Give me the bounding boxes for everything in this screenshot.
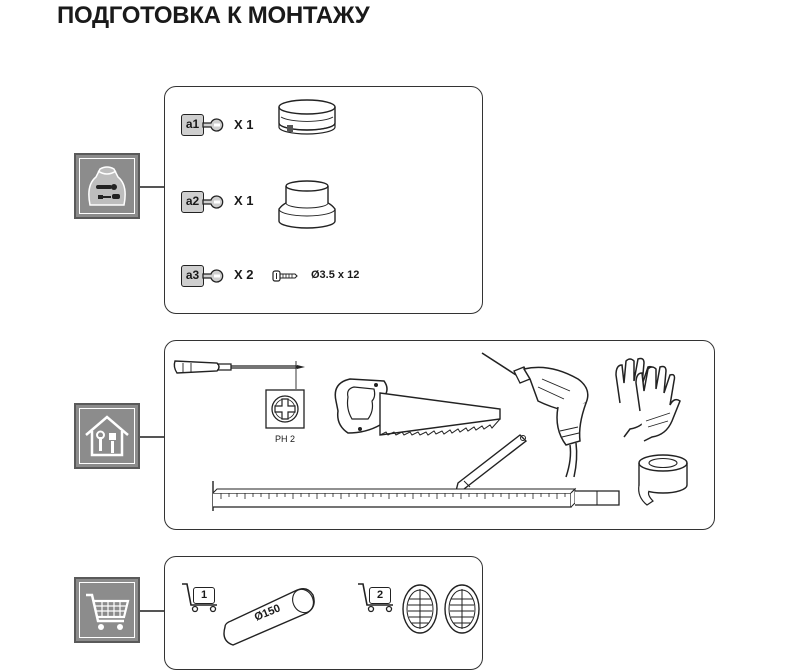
part-a3-label: a3	[181, 265, 204, 287]
wrench-icon	[202, 269, 224, 283]
measuring-tape-icon	[212, 481, 620, 511]
page-title: ПОДГОТОВКА К МОНТАЖУ	[57, 2, 370, 29]
wrench-icon	[202, 195, 224, 209]
part-a1-label: a1	[181, 114, 204, 136]
shopping-cart-tile	[74, 577, 140, 643]
part-a2-badge: a2	[181, 191, 224, 213]
house-tools-icon	[85, 415, 129, 457]
mounting-ring-icon	[278, 99, 336, 135]
part-a1-badge: a1	[181, 114, 224, 136]
connector-purchase	[140, 610, 165, 612]
bit-leader-line	[295, 361, 297, 389]
parts-panel: a1 X 1 a2 X 1 a3 X 2	[164, 86, 483, 314]
gloves-icon	[615, 357, 681, 442]
vent-grille-icon	[444, 584, 480, 634]
cart-icon	[358, 583, 393, 613]
screw-icon	[272, 270, 298, 282]
duct-flange-icon	[278, 180, 336, 229]
phillips-bit-icon	[265, 389, 305, 429]
purchase-panel: 1 Ø150 2	[164, 556, 483, 670]
part-a3-badge: a3	[181, 265, 224, 287]
tools-tile	[74, 403, 140, 469]
connector-tools	[140, 436, 165, 438]
connector-parts	[140, 186, 165, 188]
saw-icon	[334, 378, 501, 436]
part-a2-label: a2	[181, 191, 204, 213]
phillips-bit-label: PH 2	[275, 434, 296, 444]
wrench-icon	[202, 118, 224, 132]
round-duct-icon	[223, 588, 315, 646]
screwdriver-icon	[173, 360, 305, 374]
shopping-cart-icon	[86, 593, 130, 630]
tools-panel: PH 2	[164, 340, 715, 530]
cart-icon	[182, 583, 217, 613]
drill-icon	[481, 352, 589, 478]
cart-2-number: 2	[369, 587, 391, 604]
part-a1-quantity: X 1	[234, 117, 254, 132]
screw-size-spec: Ø3.5 x 12	[311, 269, 360, 281]
cart-1-number: 1	[193, 587, 215, 604]
part-a2-quantity: X 1	[234, 193, 254, 208]
tape-roll-icon	[638, 454, 688, 506]
parts-bag-tile	[74, 153, 140, 219]
part-a3-quantity: X 2	[234, 267, 254, 282]
vent-grille-icon	[402, 584, 438, 634]
parts-bag-icon	[88, 166, 126, 206]
